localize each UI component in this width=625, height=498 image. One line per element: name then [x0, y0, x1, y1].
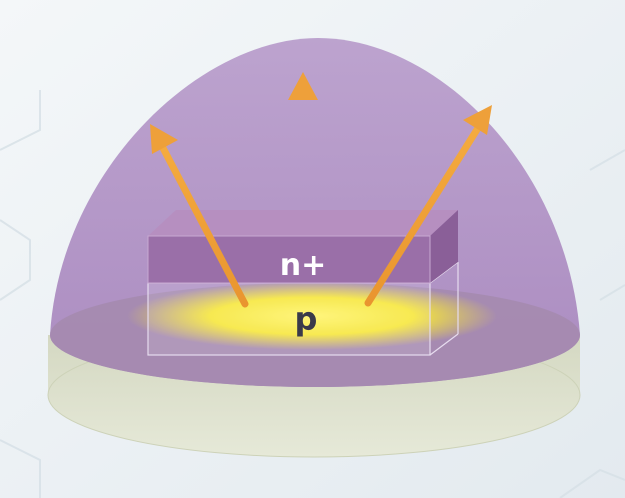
arrow-left — [150, 124, 249, 308]
n-plus-label: n+ — [280, 248, 327, 283]
junction-glow — [127, 282, 497, 350]
background-hex-lines — [0, 90, 625, 498]
p-label: p — [295, 300, 318, 338]
arrow-right — [364, 105, 492, 307]
arrow-center — [288, 72, 318, 304]
emission-arrows — [150, 72, 492, 308]
p-region-box — [147, 261, 459, 356]
